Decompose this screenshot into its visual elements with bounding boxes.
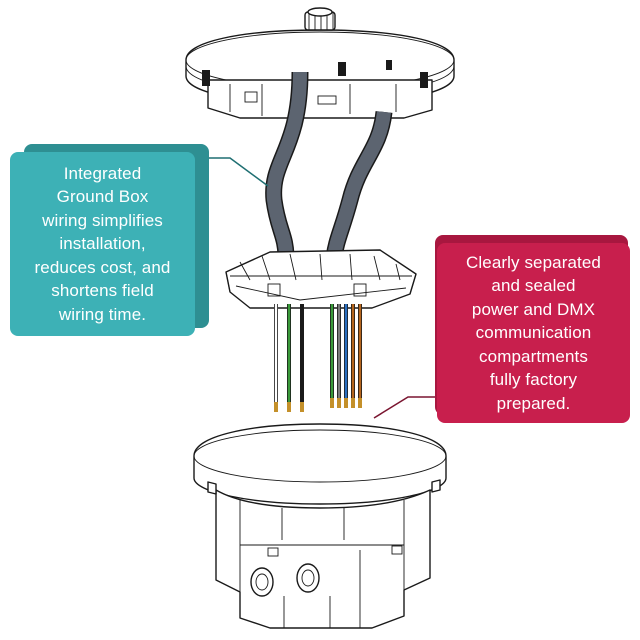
compartments-callout-text: Clearly separated and sealed power and D… xyxy=(466,252,601,413)
ground-box-icon xyxy=(225,249,417,309)
wire-bundle-left xyxy=(274,304,304,412)
callout-face: Clearly separated and sealed power and D… xyxy=(437,243,630,423)
callout-face: Integrated Ground Box wiring simplifies … xyxy=(10,152,195,336)
wire-bundle-right xyxy=(330,304,362,408)
leader-line-ground xyxy=(200,157,269,187)
cable-gland-icon xyxy=(304,7,336,31)
leader-line-compart xyxy=(373,396,437,419)
ceiling-plate-icon xyxy=(185,29,455,119)
connecting-cables xyxy=(265,71,393,260)
ground-box-callout: Integrated Ground Box wiring simplifies … xyxy=(10,144,209,336)
compartments-callout: Clearly separated and sealed power and D… xyxy=(435,235,630,423)
junction-box-icon xyxy=(193,423,447,629)
ground-box-callout-text: Integrated Ground Box wiring simplifies … xyxy=(34,163,171,324)
